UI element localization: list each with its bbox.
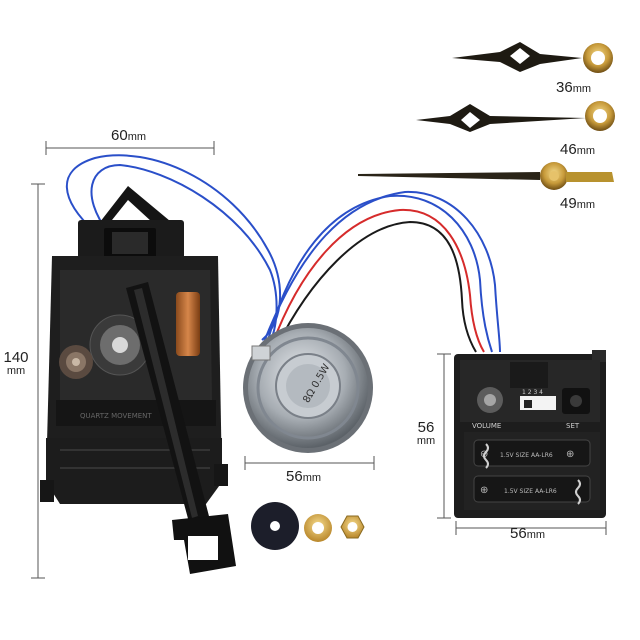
speaker-dimension: [244, 456, 375, 470]
control-box-width-label: 56mm: [510, 525, 546, 542]
pendulum-movement: QUARTZ MOVEMENT: [40, 186, 236, 574]
movement-height-dimension: [31, 183, 45, 579]
speaker: 8Ω 0.5W: [243, 323, 373, 453]
battery-label-bottom: 1.5V SIZE AA-LR6: [504, 488, 557, 495]
movement-width-label: 60mm: [111, 127, 147, 144]
svg-text:⊕: ⊕: [480, 485, 488, 496]
volume-label: VOLUME: [472, 422, 501, 430]
hex-nut: [340, 515, 365, 539]
control-box-height-label: 56 mm: [416, 419, 436, 447]
wires: [65, 154, 501, 353]
control-box-width-dimension: [455, 521, 607, 535]
movement-height-label: 140 mm: [3, 349, 29, 377]
speaker-diameter-label: 56mm: [286, 468, 322, 485]
hand-49-label: 49mm: [560, 195, 596, 212]
movement-width-dimension: [45, 141, 215, 155]
control-box-height-dimension: [437, 353, 451, 519]
battery-label-top: 1.5V SIZE AA-LR6: [500, 452, 553, 459]
svg-text:⊕: ⊕: [566, 449, 574, 460]
hardware-parts: [251, 502, 365, 550]
brass-washer: [304, 514, 332, 542]
control-box: VOLUME SET 1 2 3 4 1.5V SIZE AA-LR6 1.5V…: [454, 350, 606, 518]
clock-hand-49: [358, 162, 614, 190]
clock-hand-46: [416, 101, 615, 132]
rubber-washer: [251, 502, 299, 550]
svg-text:QUARTZ MOVEMENT: QUARTZ MOVEMENT: [80, 412, 152, 420]
hand-36-label: 36mm: [556, 79, 592, 96]
hand-46-label: 46mm: [560, 141, 596, 158]
set-label: SET: [566, 422, 580, 430]
switch-numbers: 1 2 3 4: [522, 389, 543, 396]
clock-hand-36: [452, 42, 613, 73]
